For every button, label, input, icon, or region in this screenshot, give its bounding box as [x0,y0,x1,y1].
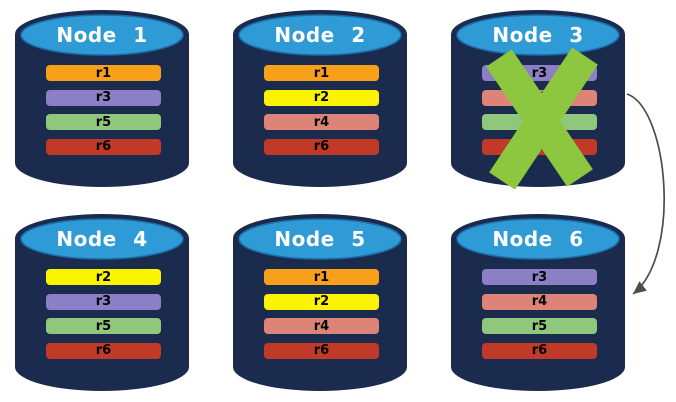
replica-list: r3 r4 r5 r6 [482,269,597,359]
replica-bar: r3 [482,269,597,285]
replica-list: r2 r3 r5 r6 [46,269,161,359]
replica-bar: r6 [264,138,379,155]
replica-list: r1 r2 r4 r6 [264,65,379,155]
replica-bar: r5 [46,318,161,334]
replica-bar: r6 [482,342,597,359]
replica-list: r1 r2 r4 r6 [264,269,379,359]
replica-bar: r6 [46,342,161,359]
replica-bar: r3 [46,89,161,106]
node-title: Node 4 [56,227,148,251]
replica-bar: r1 [264,65,379,81]
failure-x-icon [486,48,598,190]
replica-bar: r4 [264,114,379,130]
replica-bar: r6 [264,342,379,359]
node-3: Node 3 r3 r4 r5 r6 [449,8,627,190]
replica-bar: r6 [46,138,161,155]
node-title: Node 6 [492,227,584,251]
node-4: Node 4 r2 r3 r5 r6 [13,212,191,394]
replica-bar: r4 [482,293,597,310]
node-6: Node 6 r3 r4 r5 r6 [449,212,627,394]
node-title: Node 2 [274,23,366,47]
replica-bar: r2 [264,89,379,106]
replica-bar: r2 [46,269,161,285]
replica-bar: r2 [264,293,379,310]
node-1: Node 1 r1 r3 r5 r6 [13,8,191,190]
node-2: Node 2 r1 r2 r4 r6 [231,8,409,190]
node-5: Node 5 r1 r2 r4 r6 [231,212,409,394]
node-title: Node 1 [56,23,148,47]
node-title: Node 5 [274,227,366,251]
replica-bar: r3 [46,293,161,310]
replica-list: r1 r3 r5 r6 [46,65,161,155]
replica-bar: r5 [482,318,597,334]
node-title: Node 3 [492,23,584,47]
replica-bar: r1 [264,269,379,285]
replica-bar: r5 [46,114,161,130]
replica-bar: r4 [264,318,379,334]
replica-bar: r1 [46,65,161,81]
